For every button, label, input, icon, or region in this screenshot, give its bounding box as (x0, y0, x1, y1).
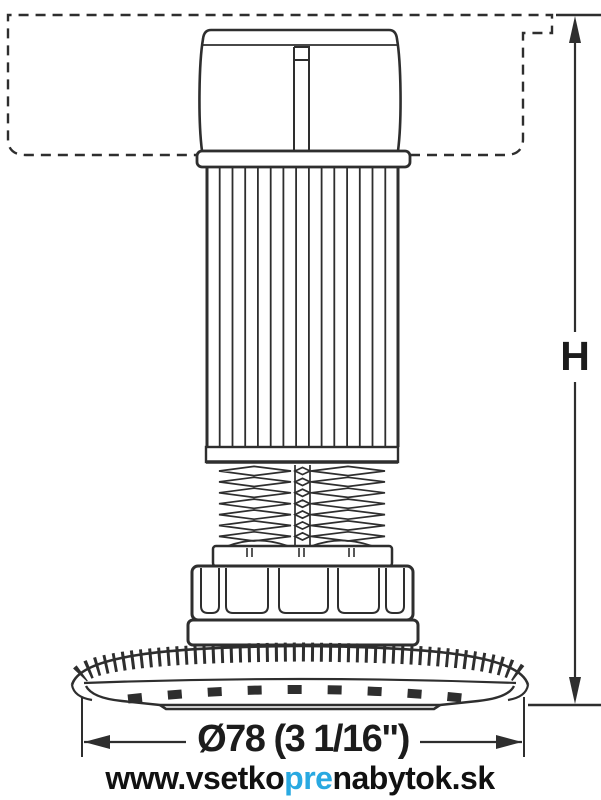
dimension-diameter-label: Ø78 (3 1/16") (197, 718, 410, 760)
arrow-up-icon (569, 16, 581, 43)
threaded-spindle (218, 465, 386, 545)
thread-turns (218, 465, 386, 542)
plate-bottom-edge (159, 703, 441, 711)
cabinet-dashed-outline (6, 13, 554, 157)
base-plate (70, 642, 530, 711)
cap-center-stem (293, 46, 310, 151)
cap-outline (198, 28, 402, 153)
leg-collar (195, 149, 412, 169)
flange-notches (246, 548, 355, 557)
plate-edge-curls (70, 684, 530, 702)
arrow-down-icon (569, 677, 581, 704)
thread-channel (294, 465, 311, 545)
arrow-right-icon (496, 735, 522, 749)
plate-serration-teeth (73, 642, 527, 683)
washer-flange (211, 539, 394, 568)
arrow-left-icon (84, 735, 110, 749)
website-url: www.vsetkoprenabytok.sk (105, 760, 495, 796)
dimension-h-label: H (560, 333, 590, 379)
leg-rib-lines (218, 168, 387, 447)
nut-base-band (186, 618, 420, 647)
plate-rim (84, 685, 516, 707)
website-url-part1: www.vsetko (105, 760, 285, 796)
thread-exit-arcs (227, 539, 373, 547)
column-bottom-band (204, 445, 400, 464)
plate-dome-outline (70, 644, 530, 686)
plate-underside-scallops (127, 685, 473, 704)
website-url-part3: nabytok.sk (332, 760, 495, 796)
plate-mid-line (83, 677, 517, 685)
height-dimension (528, 13, 601, 707)
column-side-edges (205, 167, 400, 447)
leg-ribbed-column (204, 167, 400, 464)
diameter-dimension (81, 697, 525, 757)
flange-outline (211, 544, 394, 568)
adjustment-nut (190, 564, 415, 622)
nut-grooves (200, 568, 405, 614)
website-url-highlight: pre (284, 760, 333, 796)
leg-top-cap (198, 28, 402, 153)
